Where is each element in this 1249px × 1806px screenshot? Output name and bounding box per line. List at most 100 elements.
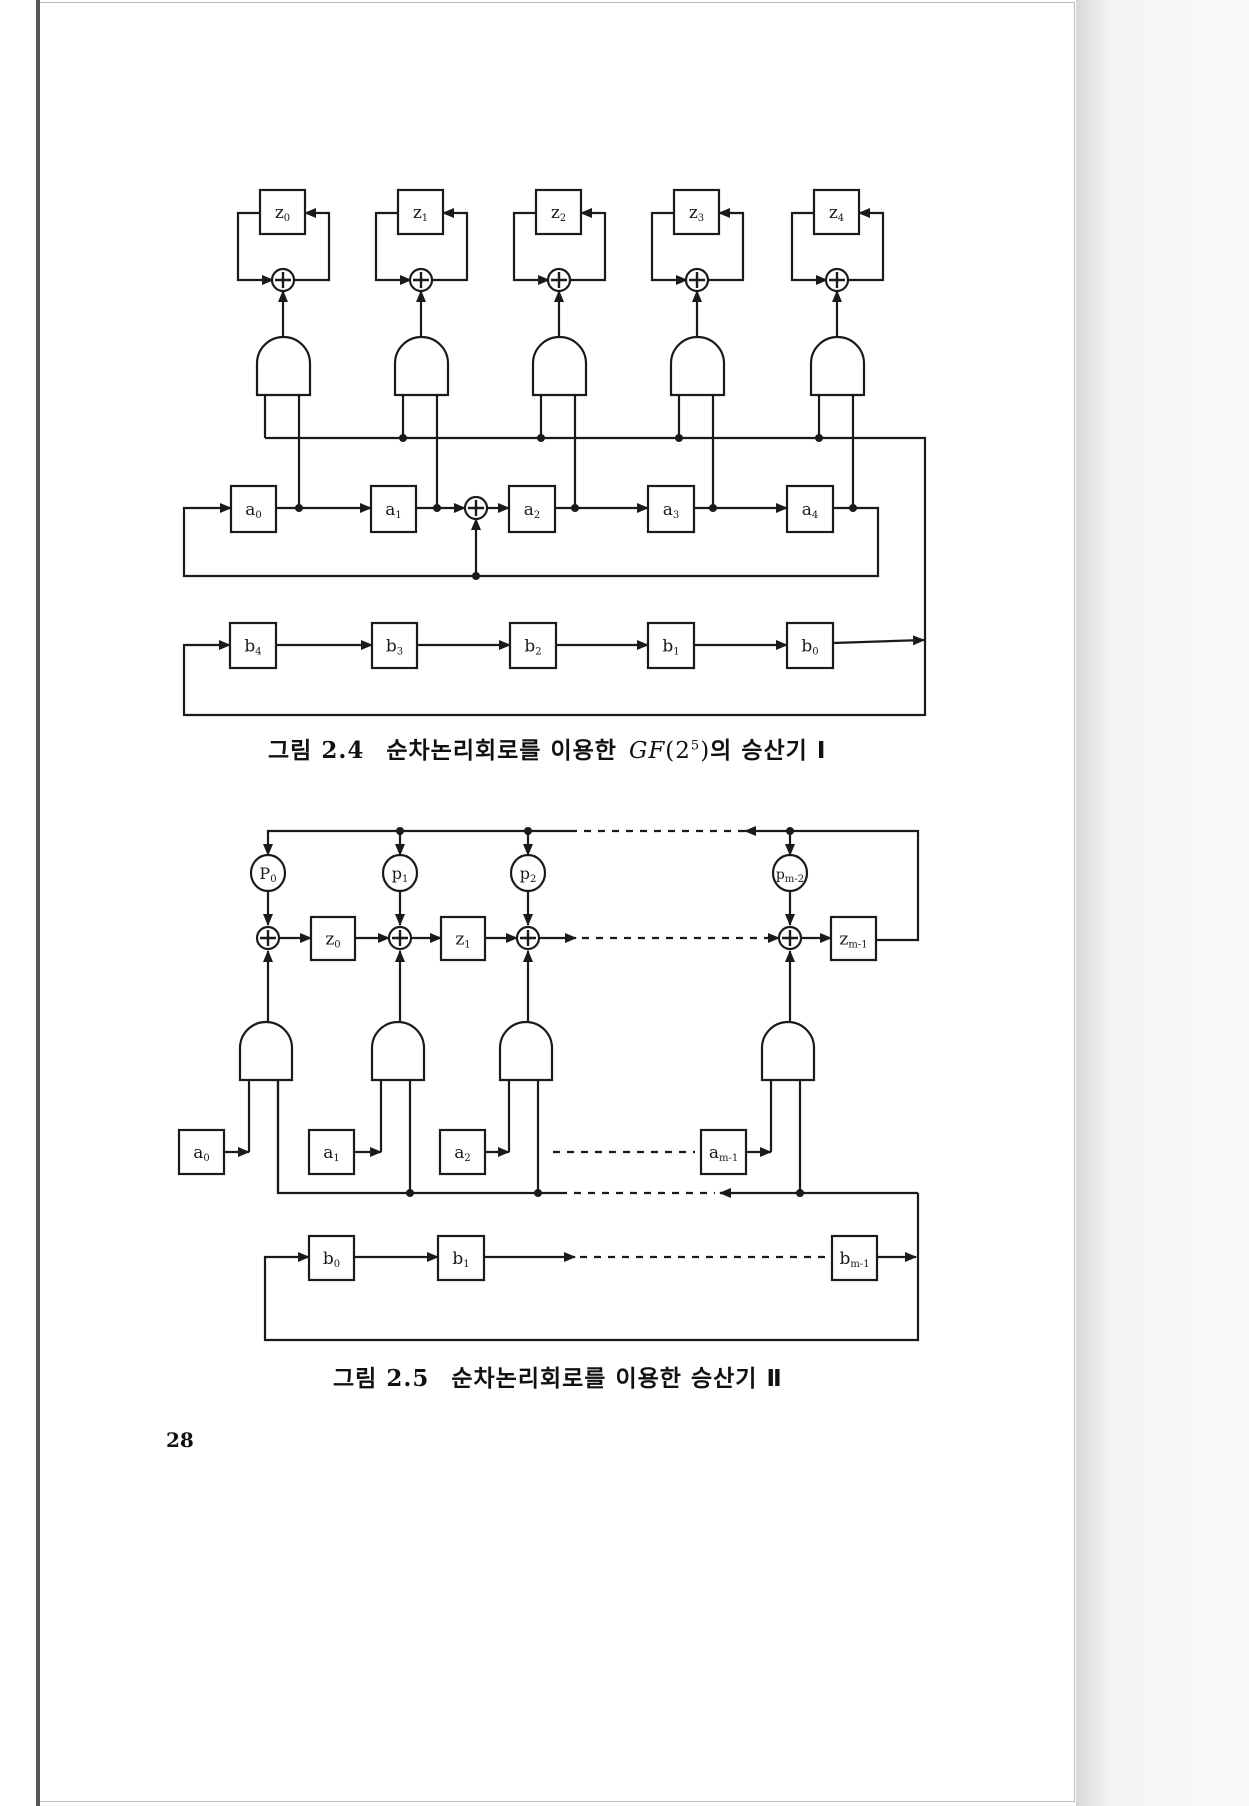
register-zm-1	[829, 915, 878, 962]
register-a2	[438, 1128, 487, 1176]
register-a1-label: a1	[385, 500, 402, 521]
and-gate-icon	[370, 1020, 426, 1082]
plus-sign	[392, 930, 408, 946]
register-b1	[436, 1234, 486, 1282]
label-base: p	[520, 864, 530, 883]
page-shadow	[1076, 0, 1249, 1806]
register-am-1-label: am-1	[709, 1143, 738, 1164]
label-base: a	[385, 500, 395, 520]
junction-dot	[537, 434, 545, 442]
register-b0-label: b0	[801, 637, 818, 658]
register-z1-label: z1	[455, 930, 470, 951]
plus-sign	[782, 930, 798, 946]
plus-sign	[260, 930, 276, 946]
label-base: a	[193, 1143, 203, 1163]
register-z4-label: z4	[829, 203, 844, 224]
label-subscript: 1	[402, 874, 408, 885]
wire	[847, 208, 885, 282]
label-base: a	[663, 500, 673, 520]
label-base: p	[392, 864, 402, 883]
label-base: z	[275, 203, 284, 223]
register-z2-label: z2	[551, 203, 566, 224]
register-b2	[508, 621, 558, 670]
register-am-1	[699, 1128, 748, 1176]
wire	[263, 1193, 920, 1342]
label-subscript: m-2	[785, 874, 804, 885]
label-base: b	[244, 637, 255, 657]
label-subscript: 2	[464, 1153, 470, 1164]
label-subscript: 0	[334, 1259, 340, 1270]
wire	[182, 503, 880, 578]
junction-dot	[433, 504, 441, 512]
register-z1	[396, 188, 445, 236]
and-gate-icon	[498, 1020, 554, 1082]
register-b0	[785, 621, 835, 670]
label-subscript: m-1	[848, 940, 867, 951]
label-subscript: 4	[812, 510, 818, 521]
label-base: a	[709, 1143, 719, 1163]
register-b0-label: b0	[323, 1249, 340, 1270]
register-a0-label: a0	[193, 1143, 210, 1164]
label-base: b	[801, 637, 812, 657]
plus-sign	[551, 272, 567, 288]
register-a2-label: a2	[524, 500, 541, 521]
plus-sign	[275, 272, 291, 288]
coefficient-p1	[381, 853, 419, 893]
register-b4	[228, 621, 278, 670]
register-b1-label: b1	[452, 1249, 469, 1270]
label-subscript: 0	[334, 940, 340, 951]
register-z0	[258, 188, 307, 236]
label-base: z	[839, 930, 848, 950]
register-a1	[307, 1128, 356, 1176]
label-base: b	[386, 637, 397, 657]
wire	[374, 211, 412, 285]
plus-sign	[689, 272, 705, 288]
page-number: 28	[166, 1428, 194, 1452]
label-base: p	[776, 867, 785, 883]
register-bm-1-label: bm-1	[839, 1249, 869, 1270]
page	[40, 2, 1075, 1802]
label-subscript: 1	[463, 1259, 469, 1270]
register-z1	[439, 915, 487, 962]
register-z0-label: z0	[275, 203, 290, 224]
register-zm-1-label: zm-1	[839, 930, 867, 951]
caption-exponent: 5	[690, 738, 701, 754]
label-base: a	[524, 500, 534, 520]
label-base: b	[323, 1249, 334, 1269]
label-base: a	[323, 1143, 333, 1163]
and-gate-icon	[531, 335, 588, 397]
wire	[832, 635, 925, 646]
label-subscript: 0	[284, 213, 290, 224]
wire	[707, 208, 745, 282]
label-base: a	[245, 500, 255, 520]
register-b3	[370, 621, 419, 670]
label-base: b	[452, 1249, 463, 1269]
label-subscript: 1	[395, 510, 401, 521]
label-subscript: 2	[535, 647, 541, 658]
junction-dot	[472, 572, 480, 580]
label-subscript: 3	[397, 647, 403, 658]
wire	[790, 211, 828, 285]
register-bm-1	[830, 1234, 879, 1282]
coefficient-label: P0	[259, 864, 276, 885]
register-z0	[309, 915, 357, 962]
coefficient-label: pm-2	[776, 867, 804, 885]
label-subscript: 3	[673, 510, 679, 521]
junction-dot	[295, 504, 303, 512]
label-subscript: 0	[255, 510, 261, 521]
register-b0	[307, 1234, 356, 1282]
junction-dot	[675, 434, 683, 442]
plus-sign	[413, 272, 429, 288]
junction-dot	[571, 504, 579, 512]
junction-dot	[709, 504, 717, 512]
coefficient-label: p1	[392, 864, 409, 885]
register-z4	[812, 188, 861, 236]
register-z1-label: z1	[413, 203, 428, 224]
junction-dot	[849, 504, 857, 512]
junction-dot	[815, 434, 823, 442]
register-a0-label: a0	[245, 500, 262, 521]
